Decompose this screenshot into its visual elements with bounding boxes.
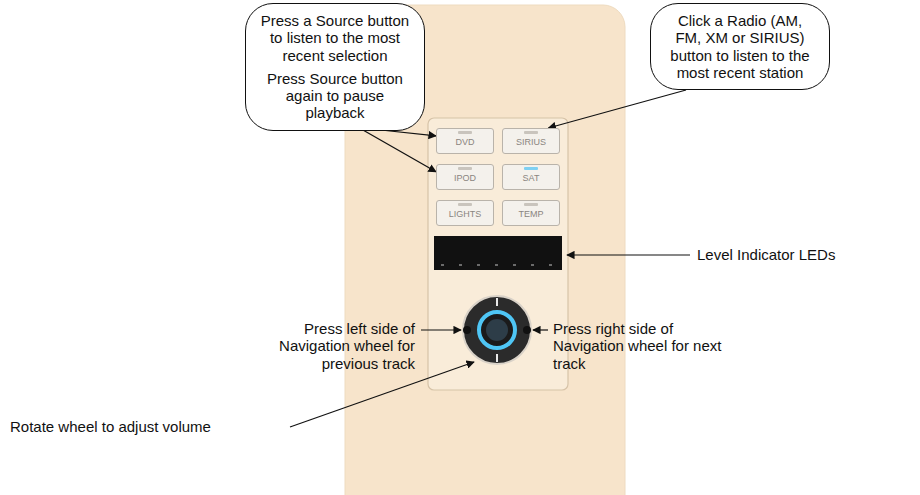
node-text: Click a Radio (AM, FM, XM or SIRIUS) but… [665, 12, 815, 81]
button-led [524, 203, 538, 206]
wheel-mark [496, 298, 498, 306]
led-dot [549, 264, 552, 266]
keypad-button: DVD [436, 128, 494, 154]
node-text: DVD [441, 138, 489, 148]
leader-line [421, 329, 461, 330]
callout-arrow [364, 131, 436, 172]
callout-bubble: Click a Radio (AM, FM, XM or SIRIUS) but… [650, 3, 830, 90]
led-dot [459, 264, 462, 266]
leader-line [567, 254, 690, 255]
node-text: IPOD [441, 174, 489, 184]
callout-arrow [385, 131, 436, 136]
leader-line [533, 329, 548, 330]
node-text: SIRIUS [507, 138, 555, 148]
callout-bubble: Press a Source button to listen to the m… [245, 3, 425, 131]
leader-line [290, 362, 474, 427]
keypad-button: LIGHTS [436, 200, 494, 226]
button-led [458, 167, 472, 170]
button-led [524, 167, 538, 170]
button-led [524, 131, 538, 134]
keypad-button: IPOD [436, 164, 494, 190]
button-led [458, 131, 472, 134]
wheel-mark [496, 354, 498, 362]
node-text: SAT [507, 174, 555, 184]
callout-label: Level Indicator LEDs [697, 246, 897, 263]
led-dot [513, 264, 516, 266]
wheel-left-dot [463, 326, 471, 334]
led-dots [441, 264, 552, 266]
keypad-panel [428, 118, 568, 390]
callout-label: Press right side of Navigation wheel for… [553, 320, 728, 372]
node-text: LIGHTS [441, 210, 489, 220]
callout-label: Press left side of Navigation wheel for … [255, 320, 415, 372]
navigation-wheel [463, 296, 531, 364]
wheel-center [486, 319, 508, 341]
keypad-button: TEMP [502, 200, 560, 226]
button-led [458, 203, 472, 206]
keypad-button: SIRIUS [502, 128, 560, 154]
keypad-button: SAT [502, 164, 560, 190]
callout-arrow [548, 90, 686, 128]
led-dot [495, 264, 498, 266]
led-strip [434, 236, 562, 270]
callout-label: Rotate wheel to adjust volume [10, 418, 280, 435]
wheel-right-dot [523, 326, 531, 334]
node-text: Press Source button again to pause playb… [260, 70, 410, 122]
led-dot [441, 264, 444, 266]
led-dot [477, 264, 480, 266]
node-text: TEMP [507, 210, 555, 220]
led-dot [531, 264, 534, 266]
node-text: Press a Source button to listen to the m… [260, 12, 410, 64]
wheel-light-ring [479, 312, 515, 348]
